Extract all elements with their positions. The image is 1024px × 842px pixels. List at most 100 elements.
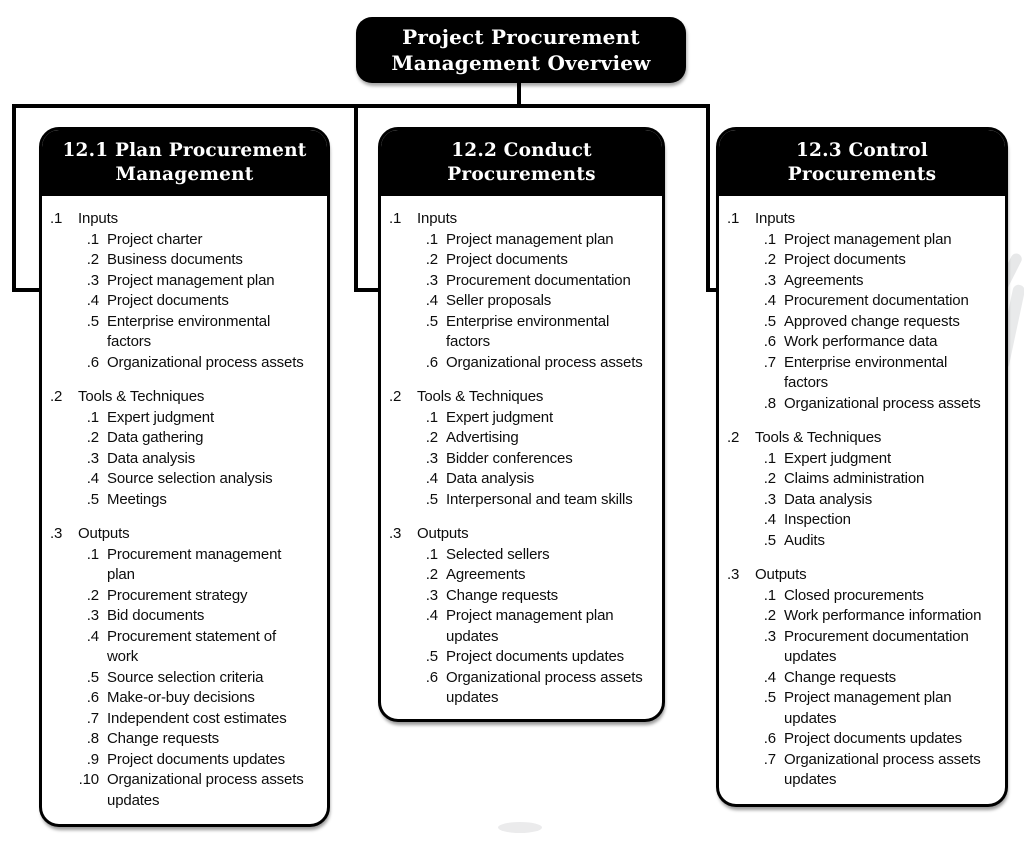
connector-left-stub — [12, 288, 43, 292]
connector-main-horizontal — [12, 104, 710, 108]
item-number: .5 — [763, 689, 776, 706]
section-label: Inputs — [78, 210, 118, 227]
connector-left-vertical — [12, 104, 16, 292]
item-text: Organizational process assets updates — [784, 750, 981, 789]
item-number: .7 — [763, 750, 776, 768]
item-number: .3 — [763, 490, 776, 508]
item-number: .5 — [763, 531, 776, 549]
item-text: Selected sellers — [446, 545, 550, 563]
item-text: Approved change requests — [784, 312, 960, 330]
section-number: .2 — [50, 388, 63, 405]
item-text: Project charter — [107, 230, 203, 248]
item-number: .3 — [86, 271, 99, 289]
item-number: .6 — [763, 333, 776, 350]
section-label: Inputs — [417, 210, 457, 227]
item-text: Data analysis — [446, 470, 535, 487]
list-item: .3 Project management plan — [50, 271, 322, 292]
connector-right-stub — [706, 288, 720, 292]
process-box-title: 12.2 Conduct Procurements — [381, 130, 662, 196]
item-number: .4 — [86, 292, 99, 309]
item-text: Change requests — [784, 668, 896, 686]
item-number: .4 — [425, 292, 438, 309]
item-number: .4 — [425, 607, 438, 624]
item-text: Organizational process assets — [107, 353, 304, 371]
item-number: .3 — [86, 449, 99, 467]
item-number: .3 — [425, 449, 438, 467]
item-number: .3 — [86, 607, 99, 624]
item-number: .1 — [86, 408, 99, 426]
section-number: .2 — [727, 429, 740, 446]
item-text: Procurement strategy — [107, 586, 248, 604]
item-number: .7 — [86, 709, 99, 727]
item-text: Agreements — [784, 271, 864, 289]
item-number: .3 — [763, 271, 776, 289]
item-text: Project management plan — [107, 271, 275, 289]
item-number: .5 — [86, 668, 99, 686]
item-number: .9 — [86, 750, 99, 768]
item-text: Make-or-buy decisions — [107, 689, 255, 706]
item-number: .2 — [425, 251, 438, 268]
item-number: .5 — [763, 312, 776, 330]
item-number: .2 — [86, 429, 99, 446]
item-number: .4 — [86, 470, 99, 487]
item-number: .6 — [425, 353, 438, 371]
item-number: .1 — [763, 230, 776, 248]
item-number: .6 — [763, 730, 776, 747]
item-number: .7 — [763, 353, 776, 371]
list-item: .3 Agreements — [727, 271, 1000, 292]
list-item: .5 Source selection criteria — [50, 668, 322, 689]
item-number: .5 — [425, 312, 438, 330]
item-text: Source selection criteria — [107, 668, 264, 686]
item-text: Independent cost estimates — [107, 709, 287, 727]
item-text: Enterprise environmental factors — [107, 312, 271, 351]
item-text: Data analysis — [107, 449, 196, 467]
item-text: Bidder conferences — [446, 449, 573, 467]
item-text: Project documents updates — [784, 730, 963, 747]
section-number: .1 — [727, 210, 740, 227]
item-text: Enterprise environmental factors — [446, 312, 610, 351]
item-text: Advertising — [446, 429, 519, 446]
list-item: .7 Independent cost estimates — [50, 709, 322, 730]
item-number: .2 — [86, 251, 99, 268]
item-text: Project documents updates — [446, 648, 625, 665]
item-text: Interpersonal and team skills — [446, 490, 633, 508]
item-text: Claims administration — [784, 470, 925, 487]
section-label: Tools & Techniques — [417, 388, 544, 405]
item-number: .3 — [425, 586, 438, 604]
process-box-title: 12.1 Plan Procurement Management — [42, 130, 327, 196]
